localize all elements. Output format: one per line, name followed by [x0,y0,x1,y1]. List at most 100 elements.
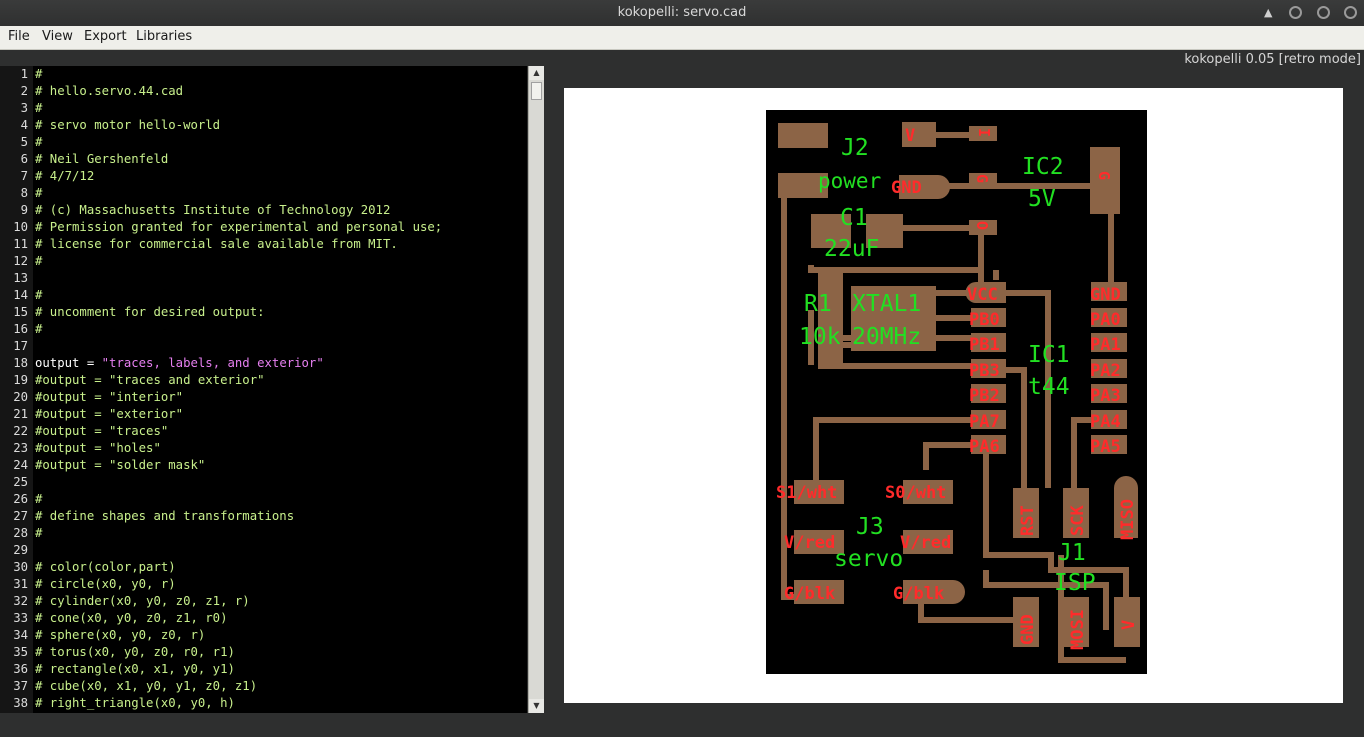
pads [778,122,1140,647]
code-line[interactable]: 13 [0,270,527,287]
label-servo: servo [834,546,903,572]
pad-pa4: PA4 [1090,412,1121,432]
code-line[interactable]: 15# uncomment for desired output: [0,304,527,321]
render-preview[interactable]: J2 power IC2 5V C1 22uF R1 10k XTAL1 20M… [564,88,1343,703]
code-line[interactable]: 22 #output = "traces" [0,423,527,440]
minimize-button[interactable] [1289,6,1302,19]
code-line[interactable]: 2# hello.servo.44.cad [0,83,527,100]
line-number: 7 [20,169,28,183]
menu-view[interactable]: View [42,29,73,44]
line-number: 14 [13,288,28,302]
close-button[interactable] [1344,6,1357,19]
pad-v: V [905,126,915,146]
label-c1-value: 22uF [824,236,879,262]
scroll-down-icon[interactable]: ▼ [529,699,544,713]
code-text: #output = "traces" [35,423,168,440]
code-line[interactable]: 23#output = "holes" [0,440,527,457]
menu-file[interactable]: File [8,29,30,44]
pad-pa6: PA6 [969,437,1000,457]
menu-libraries[interactable]: Libraries [136,29,193,44]
code-line[interactable]: 30# color(color,part) [0,559,527,576]
pcb-board: J2 power IC2 5V C1 22uF R1 10k XTAL1 20M… [766,110,1147,674]
code-token: # circle(x0, y0, r) [35,577,176,591]
code-text: #output = "interior" [35,389,183,406]
editor-scrollbar[interactable]: ▲ ▼ [528,66,544,713]
line-number: 11 [13,237,28,251]
code-line[interactable]: 26# [0,491,527,508]
line-number: 21 [13,407,28,421]
code-token: # Permission granted for experimental an… [35,220,443,234]
code-line[interactable]: 12# [0,253,527,270]
label-r1: R1 [804,291,832,317]
code-token: # cube(x0, x1, y0, y1, z0, z1) [35,679,258,693]
code-string-token: "traces, labels, and exterior" [101,356,324,370]
code-line[interactable]: 35# torus(x0, y0, z0, r0, r1) [0,644,527,661]
maximize-icon[interactable]: ▲ [1264,6,1273,19]
code-line[interactable]: 32# cylinder(x0, y0, z0, z1, r) [0,593,527,610]
code-line[interactable]: 33# cone(x0, y0, z0, z1, r0) [0,610,527,627]
pad-reg-g: G [973,174,991,183]
code-line[interactable]: 3# [0,100,527,117]
code-token: # [35,254,43,268]
line-number: 27 [13,509,28,523]
code-line[interactable]: 19#output = "traces and exterior" [0,372,527,389]
code-line[interactable]: 37# cube(x0, x1, y0, y1, z0, z1) [0,678,527,695]
code-line[interactable]: 38# right_triangle(x0, y0, h) [0,695,527,712]
restore-button[interactable] [1317,6,1330,19]
code-line[interactable]: 25 [0,474,527,491]
code-token: # define shapes and transformations [35,509,295,523]
menu-bar: File View Export Libraries [0,26,1364,50]
pad-vred1: V/red [784,533,835,553]
code-line[interactable]: 5# [0,134,527,151]
pad-pa2: PA2 [1090,361,1121,381]
code-token: # uncomment for desired output: [35,305,265,319]
code-text: # rectangle(x0, x1, y0, y1) [35,661,235,678]
label-j1: J1 [1058,540,1086,566]
line-number: 22 [13,424,28,438]
code-line[interactable]: 28# [0,525,527,542]
pad-pa7: PA7 [969,412,1000,432]
window-titlebar[interactable]: kokopelli: servo.cad ▲ [0,0,1364,26]
code-token: # [35,322,43,336]
menu-export[interactable]: Export [84,29,127,44]
code-line[interactable]: 6 # Neil Gershenfeld [0,151,527,168]
code-line[interactable]: 31 # circle(x0, y0, r) [0,576,527,593]
code-line[interactable]: 16# [0,321,527,338]
code-line[interactable]: 29 [0,542,527,559]
code-line[interactable]: 36# rectangle(x0, x1, y0, y1) [0,661,527,678]
code-text: #output = "solder mask" [35,457,205,474]
code-line[interactable]: 7# 4/7/12 [0,168,527,185]
code-line[interactable]: 9# (c) Massachusetts Institute of Techno… [0,202,527,219]
label-j3: J3 [856,514,884,540]
pad-gnd: GND [891,178,922,198]
code-line[interactable]: 27 # define shapes and transformations [0,508,527,525]
scroll-thumb[interactable] [531,82,542,100]
line-number: 31 [13,577,28,591]
code-token: #output = "traces" [35,424,169,438]
code-token: # license for commercial sale available … [35,237,398,251]
code-line[interactable]: 17 [0,338,527,355]
window-title: kokopelli: servo.cad [617,5,747,20]
label-t44: t44 [1028,374,1070,400]
code-line[interactable]: 1# [0,66,527,83]
code-line[interactable]: 21#output = "exterior" [0,406,527,423]
line-number: 6 [20,152,28,166]
code-token: # hello.servo.44.cad [35,84,184,98]
code-line[interactable]: 11 # license for commercial sale availabl… [0,236,527,253]
code-line[interactable]: 20#output = "interior" [0,389,527,406]
code-line[interactable]: 24#output = "solder mask" [0,457,527,474]
pad-mosi: MOSI [1068,609,1088,650]
code-line[interactable]: 4# servo motor hello-world [0,117,527,134]
code-line[interactable]: 10# Permission granted for experimental … [0,219,527,236]
scroll-up-icon[interactable]: ▲ [529,66,544,80]
code-token: # Neil Gershenfeld [35,152,169,166]
code-line[interactable]: 14# [0,287,527,304]
code-text: # license for commercial sale available … [35,236,398,253]
code-text: #output = "holes" [35,440,161,457]
line-number: 1 [20,67,28,81]
code-line[interactable]: 8# [0,185,527,202]
line-number: 30 [13,560,28,574]
code-line[interactable]: 34# sphere(x0, y0, z0, r) [0,627,527,644]
